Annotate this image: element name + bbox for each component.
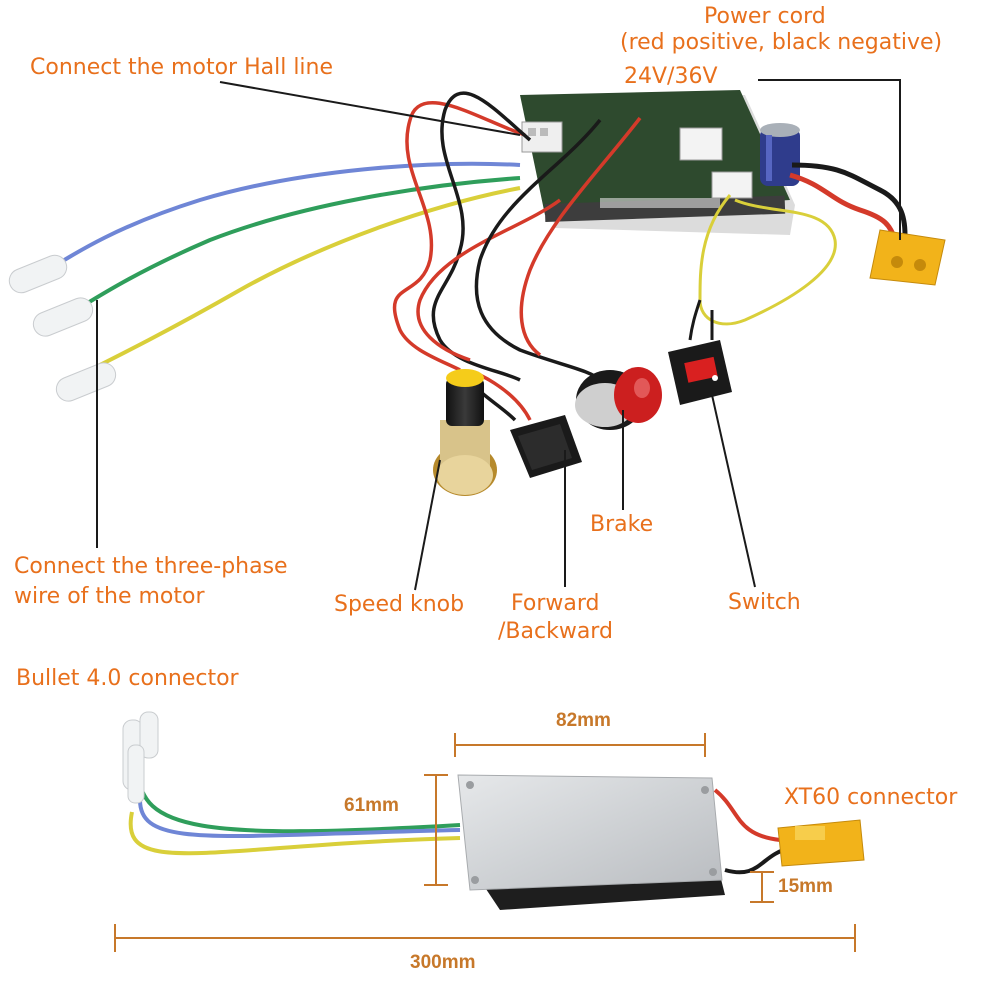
callout-lines [96, 79, 901, 591]
cable-length-dimension: 300mm [410, 952, 476, 973]
switch-label: Switch [728, 590, 801, 615]
dimension-lines [114, 733, 856, 952]
capacitor [760, 123, 800, 186]
brake-label: Brake [590, 512, 654, 537]
forward-label-line1: Forward [511, 591, 600, 616]
xt60-connector-label: XT60 connector [784, 785, 958, 810]
bullet-connectors-top [8, 254, 117, 402]
brake-button [575, 367, 662, 430]
speed-knob-label: Speed knob [334, 592, 465, 617]
power-cord-polarity-label: (red positive, black negative) [620, 30, 943, 55]
heatsink-module [457, 774, 725, 910]
power-cord-label: Power cord [704, 4, 826, 29]
switch-wiring [688, 194, 837, 341]
width-dimension: 82mm [556, 710, 611, 731]
bullet-connectors-bottom [122, 711, 159, 804]
thickness-dimension: 15mm [778, 876, 833, 897]
speed-knob [433, 369, 497, 496]
bottom-wires [128, 769, 461, 856]
control-wiring [392, 91, 642, 422]
height-dimension: 61mm [344, 795, 399, 816]
forward-backward-switch [510, 415, 582, 478]
voltage-label: 24V/36V [624, 64, 718, 89]
xt60-connector-top [869, 229, 946, 286]
switch-connector [679, 127, 753, 199]
xt60-connector-bottom [777, 819, 865, 867]
bullet-connector-label: Bullet 4.0 connector [16, 666, 239, 691]
three-phase-wires [38, 161, 521, 377]
power-switch [668, 340, 732, 405]
hall-line-label: Connect the motor Hall line [30, 55, 334, 80]
forward-label-line2: /Backward [498, 619, 613, 644]
three-phase-label-line2: wire of the motor [14, 584, 205, 609]
power-cable [789, 162, 908, 241]
three-phase-label-line1: Connect the three-phase [14, 554, 288, 579]
